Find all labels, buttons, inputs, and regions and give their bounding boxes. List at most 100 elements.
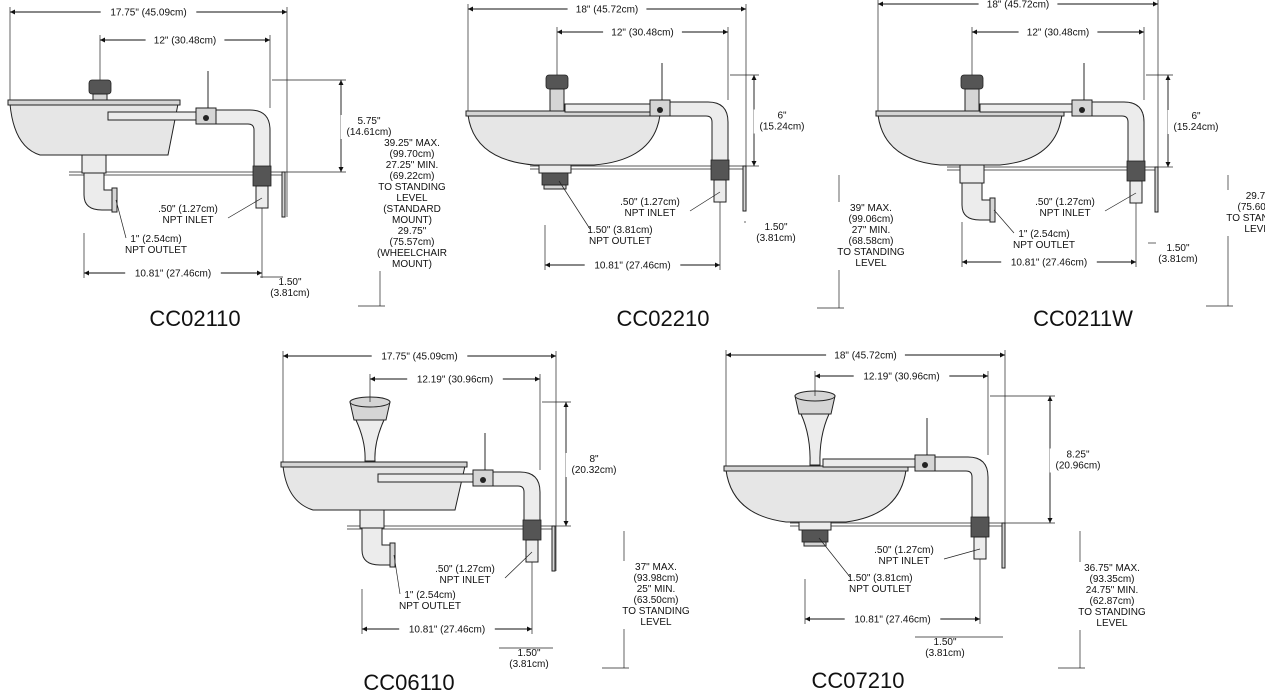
overall-width-dimension: 18" (45.72cm): [834, 351, 896, 362]
height-dimension-line: 5.75": [357, 116, 380, 127]
fountain-unit-cc07210: 18" (45.72cm)12.19" (30.96cm)8.25"(20.96…: [723, 349, 1146, 693]
label-background: [567, 3, 647, 17]
height-dimension: 6"(15.24cm): [1173, 111, 1218, 133]
mounting-height-note-line: 27.25" MIN.: [386, 160, 438, 171]
wall-offset-dimension-line: (3.81cm): [1158, 254, 1197, 265]
label-background: [1049, 448, 1107, 473]
supply-elbow: [934, 456, 989, 520]
model-number: CC0211W: [1033, 306, 1133, 331]
arrowhead: [257, 270, 262, 276]
basin-bowl: [282, 465, 466, 511]
arrowhead: [338, 80, 344, 85]
mounting-height-note: 39.25" MAX.(99.70cm)27.25" MIN.(69.22cm)…: [377, 138, 447, 270]
basin-rim: [723, 465, 909, 472]
mounting-height-note-line: 27" MIN.: [852, 225, 891, 236]
wall-offset-dimension-line: 1.50": [764, 222, 787, 233]
arrowhead: [741, 6, 746, 12]
fountain-unit-cc06110: 17.75" (45.09cm)12.19" (30.96cm)8"(20.32…: [280, 350, 690, 693]
arrowhead: [805, 616, 810, 622]
npt-outlet-callout-line: NPT OUTLET: [125, 245, 187, 256]
arrowhead: [726, 352, 731, 358]
drain-fitting: [538, 164, 572, 174]
arrowhead: [1000, 352, 1005, 358]
supply-pipe: [107, 111, 197, 121]
label-background: [753, 109, 811, 134]
basin-rim: [280, 461, 468, 468]
overall-width-dimension-line: 18" (45.72cm): [987, 0, 1049, 11]
npt-inlet-callout-line: .50" (1.27cm): [435, 564, 495, 575]
arrowhead: [983, 373, 988, 379]
height-dimension-line: (14.61cm): [346, 127, 391, 138]
spray-head-cap: [545, 74, 569, 90]
drain-fitting: [959, 164, 985, 184]
valve-stem: [203, 115, 209, 121]
height-dimension-line: 6": [1191, 111, 1201, 122]
label-background: [1018, 26, 1098, 40]
arrowhead: [1047, 396, 1053, 401]
mounting-height-note-line: LEVEL: [855, 258, 887, 269]
inlet-nut: [1126, 160, 1146, 182]
mounting-height-note-line: TO STANDING: [622, 606, 690, 617]
height-dimension-line: 8.25": [1066, 450, 1089, 461]
dimension-line: [818, 537, 851, 578]
arrowhead: [557, 29, 562, 35]
npt-inlet-callout: .50" (1.27cm)NPT INLET: [874, 545, 934, 567]
mounting-height-note: 37" MAX.(93.98cm)25" MIN.(63.50cm)TO STA…: [622, 562, 690, 628]
height-dimension-line: (15.24cm): [759, 122, 804, 133]
height-dimension-line: 8": [589, 454, 599, 465]
mounting-height-note-line: LEVEL: [1244, 224, 1265, 235]
npt-outlet-callout-line: 1.50" (3.81cm): [847, 573, 912, 584]
model-number: CC07210: [812, 668, 905, 693]
supply-pipe: [377, 473, 474, 483]
basin-rim: [7, 99, 181, 106]
height-dimension: 5.75"(14.61cm): [346, 116, 391, 138]
height-dimension: 8.25"(20.96cm): [1055, 450, 1100, 472]
drain-fitting: [359, 509, 385, 529]
drain-elbow: [961, 182, 991, 221]
outlet-flange: [989, 197, 996, 223]
label-background: [826, 349, 905, 363]
npt-outlet-callout: 1.50" (3.81cm)NPT OUTLET: [587, 225, 652, 247]
label-background: [565, 453, 623, 477]
overall-width-dimension: 17.75" (45.09cm): [110, 8, 186, 19]
label-background: [837, 202, 905, 270]
height-dimension: 8"(20.32cm): [571, 454, 616, 476]
npt-outlet-callout-line: 1" (2.54cm): [130, 234, 181, 245]
inlet-pipe: [973, 536, 987, 560]
label-background: [1167, 110, 1225, 134]
mounting-height-note-line: (63.50cm): [633, 595, 678, 606]
mounting-height-note-line: 37" MAX.: [635, 562, 677, 573]
arrowhead: [751, 75, 757, 80]
arrowhead: [362, 626, 367, 632]
wall-offset-dimension-line: (3.81cm): [756, 233, 795, 244]
mounting-height-note-line: TO STANDING: [378, 182, 446, 193]
arrowhead: [1153, 1, 1158, 7]
arrowhead: [1047, 518, 1053, 523]
drain-elbow: [83, 172, 113, 211]
arrowhead: [527, 626, 532, 632]
dimension-line: [393, 554, 401, 595]
npt-outlet-callout-line: NPT OUTLET: [589, 236, 651, 247]
arrowhead: [723, 29, 728, 35]
fountain-unit-cc02110: 17.75" (45.09cm)12" (30.48cm)5.75"(14.61…: [7, 6, 447, 331]
arrowhead: [468, 6, 473, 12]
arrowhead: [878, 1, 883, 7]
mounting-height-note-line: (75.57cm): [389, 237, 434, 248]
npt-inlet-callout-line: NPT INLET: [1040, 208, 1091, 219]
npt-inlet-callout-line: .50" (1.27cm): [620, 197, 680, 208]
drain-outlet: [543, 184, 567, 190]
head-spacing-dimension-line: 12.19" (30.96cm): [417, 375, 493, 386]
drain-to-inlet-dimension: 10.81" (27.46cm): [1011, 258, 1087, 269]
label-background: [100, 6, 197, 20]
supply-elbow: [215, 109, 271, 169]
head-spacing-dimension: 12" (30.48cm): [611, 28, 673, 39]
overall-width-dimension: 18" (45.72cm): [987, 0, 1049, 11]
label-background: [407, 373, 503, 387]
npt-inlet-callout: .50" (1.27cm)NPT INLET: [435, 564, 495, 586]
dimension-line: [689, 191, 721, 212]
label-background: [584, 259, 681, 273]
basin-bowl: [725, 469, 907, 523]
label-background: [145, 34, 225, 48]
